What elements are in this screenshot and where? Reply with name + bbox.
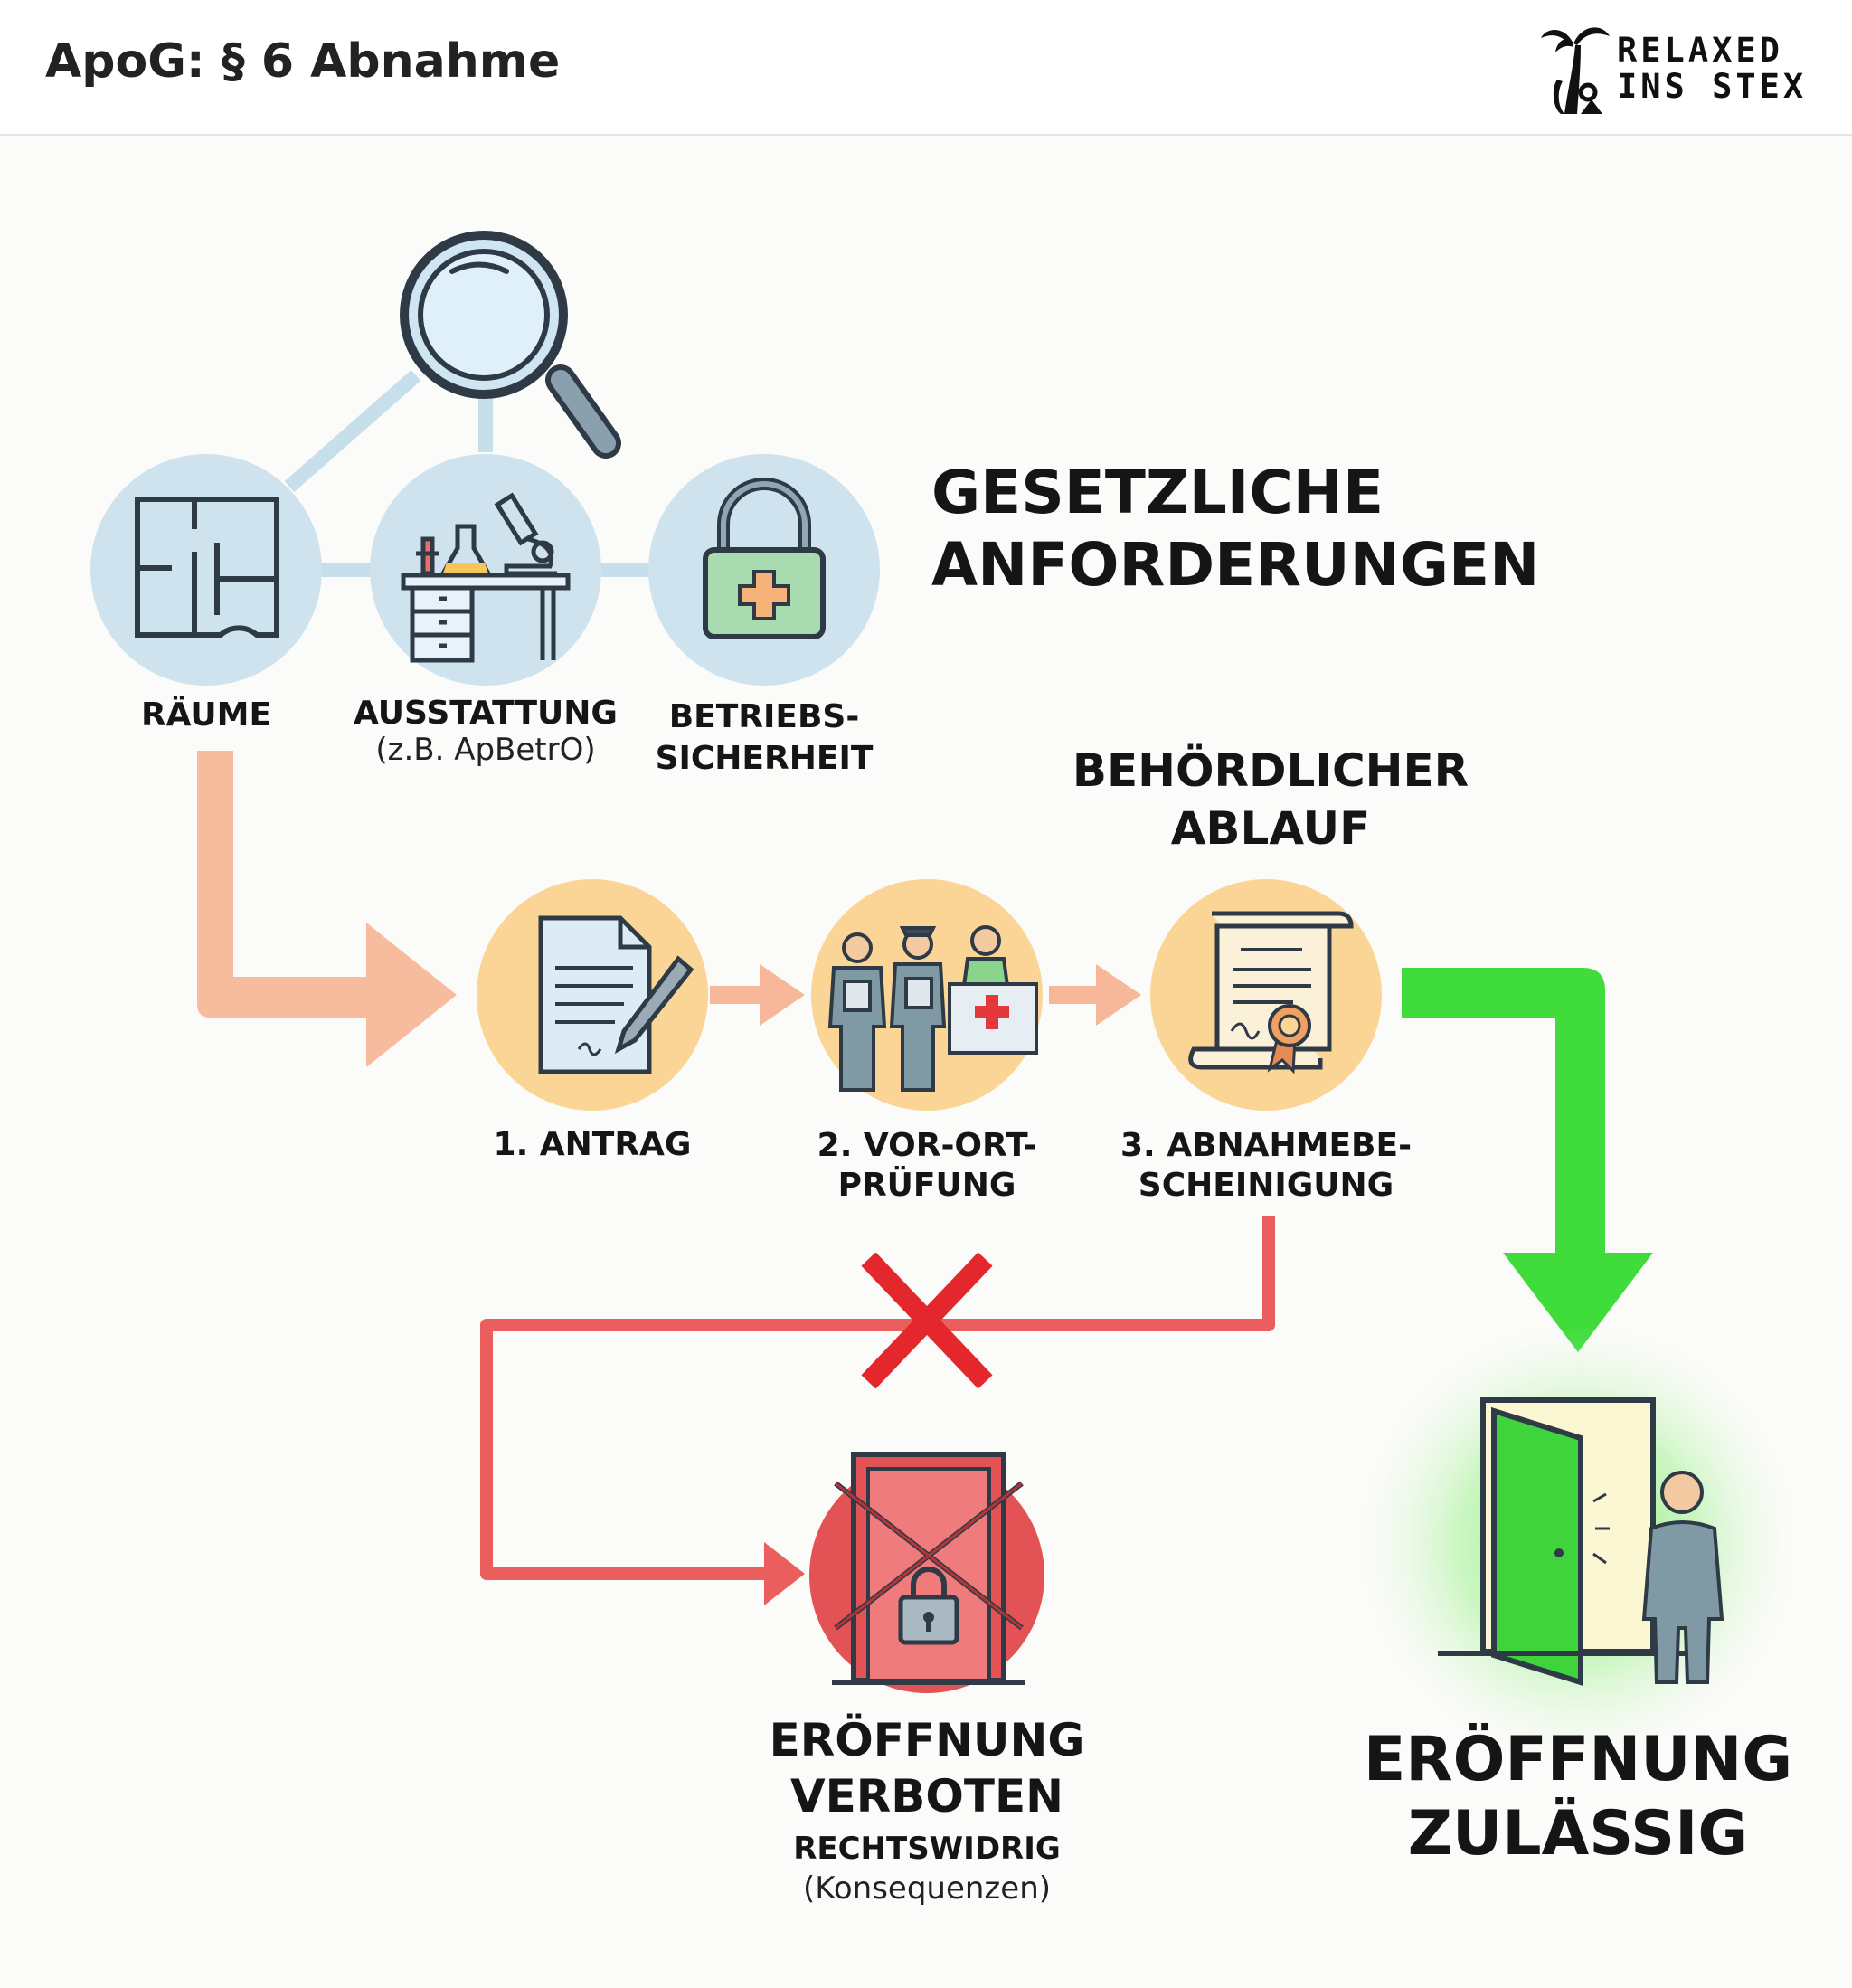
requirements-heading-line1: GESETZLICHE bbox=[931, 458, 1384, 527]
label-raeume: RÄUME bbox=[140, 696, 272, 734]
label-step-bescheinigung: 3. ABNAHMEBE- SCHEINIGUNG bbox=[1112, 1126, 1420, 1206]
brand-line2: INS STEX bbox=[1617, 67, 1808, 106]
inspectors-icon bbox=[811, 879, 1043, 1111]
palm-tree-logo-icon bbox=[1541, 27, 1610, 114]
page-title: ApoG: § 6 Abnahme bbox=[45, 34, 561, 89]
label-betriebssicherheit-line2: SICHERHEIT bbox=[655, 740, 874, 777]
label-ausstattung: AUSSTATTUNG bbox=[354, 695, 618, 732]
process-heading: BEHÖRDLICHER ABLAUF bbox=[1049, 742, 1492, 857]
allowed-line2: ZULÄSSIG bbox=[1407, 1798, 1749, 1870]
brand-logo: RELAXED INS STEX bbox=[1537, 16, 1809, 118]
label-betriebssicherheit: BETRIEBS- SICHERHEIT bbox=[638, 696, 891, 780]
requirements-heading: GESETZLICHE ANFORDERUNGEN bbox=[931, 457, 1539, 601]
label-ausstattung-group: AUSSTATTUNG (z.B. ApBetrO) bbox=[350, 695, 621, 768]
brand-line1: RELAXED bbox=[1617, 31, 1783, 70]
label-step-antrag: 1. ANTRAG bbox=[493, 1126, 692, 1163]
outcome-forbidden-text: ERÖFFNUNG VERBOTEN RECHTSWIDRIG (Konsequ… bbox=[728, 1712, 1126, 1908]
open-door-icon bbox=[1361, 1325, 1795, 1759]
lab-desk-icon bbox=[370, 454, 601, 686]
certificate-icon bbox=[1150, 879, 1382, 1111]
rejection-x-icon bbox=[861, 1252, 993, 1389]
green-success-arrow bbox=[1402, 968, 1653, 1352]
requirements-heading-line2: ANFORDERUNGEN bbox=[931, 530, 1540, 600]
forbidden-line1: ERÖFFNUNG bbox=[769, 1714, 1085, 1766]
label-ausstattung-sub: (z.B. ApBetrO) bbox=[375, 732, 596, 768]
label-step-bescheinigung-line1: 3. ABNAHMEBE- bbox=[1120, 1127, 1413, 1164]
magnifier-icon bbox=[400, 231, 621, 459]
label-step-bescheinigung-line2: SCHEINIGUNG bbox=[1138, 1167, 1394, 1204]
header-bar: ApoG: § 6 Abnahme RELAXED INS STEX bbox=[0, 0, 1852, 136]
orange-flow-arrow bbox=[197, 751, 457, 1067]
forbidden-line4: (Konsequenzen) bbox=[802, 1870, 1052, 1907]
floor-plan-icon bbox=[90, 454, 322, 686]
process-heading-line2: ABLAUF bbox=[1170, 802, 1371, 855]
forbidden-line2: VERBOTEN bbox=[789, 1770, 1064, 1822]
label-step-pruefung-line2: PRÜFUNG bbox=[837, 1167, 1016, 1204]
outcome-allowed-text: ERÖFFNUNG ZULÄSSIG bbox=[1343, 1723, 1813, 1871]
step-arrows bbox=[710, 964, 1141, 1026]
allowed-line1: ERÖFFNUNG bbox=[1363, 1724, 1793, 1795]
label-step-pruefung: 2. VOR-ORT- PRÜFUNG bbox=[796, 1126, 1058, 1206]
process-heading-line1: BEHÖRDLICHER bbox=[1072, 744, 1469, 797]
red-arrow-head bbox=[764, 1542, 805, 1605]
label-step-pruefung-line1: 2. VOR-ORT- bbox=[817, 1127, 1037, 1164]
forbidden-line3: RECHTSWIDRIG bbox=[793, 1831, 1061, 1867]
red-rejection-path bbox=[480, 1216, 1275, 1580]
chained-door-icon bbox=[809, 1452, 1044, 1693]
document-pen-icon bbox=[477, 879, 708, 1111]
label-betriebssicherheit-line1: BETRIEBS- bbox=[668, 698, 860, 735]
padlock-medical-icon bbox=[648, 454, 880, 686]
